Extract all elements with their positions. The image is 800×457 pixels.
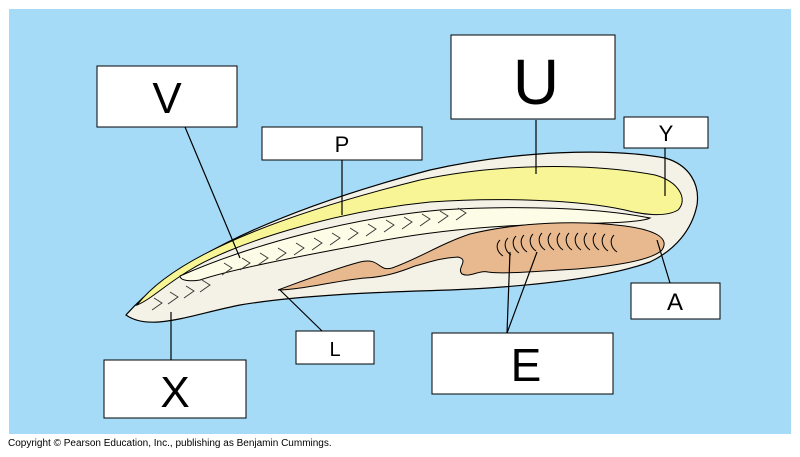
label-box-l: L	[295, 330, 375, 365]
label-box-e-frame	[431, 332, 614, 395]
label-box-a-frame	[630, 282, 721, 320]
gill-slit	[601, 233, 609, 252]
muscle-segment	[239, 257, 251, 271]
muscle-segment	[329, 232, 341, 246]
gill-slit	[583, 232, 591, 251]
muscle-segment	[275, 247, 287, 261]
muscle-segment	[257, 252, 269, 266]
gill-slit	[496, 239, 504, 257]
gill-slit	[556, 232, 564, 251]
label-v: V	[152, 74, 182, 123]
leader-line-l	[279, 289, 323, 332]
label-x: X	[160, 368, 189, 417]
label-box-v-frame	[96, 65, 238, 128]
label-u: U	[513, 46, 559, 118]
label-box-e: E	[431, 332, 614, 395]
muscle-segment	[419, 213, 431, 227]
muscle-segment	[293, 242, 305, 256]
muscle-segment	[311, 237, 323, 251]
leader-lines	[170, 120, 671, 360]
muscle-segment	[437, 210, 449, 224]
segmental-muscles	[151, 207, 467, 311]
label-box-p-frame	[261, 126, 423, 161]
muscle-segment	[401, 216, 413, 230]
gill-slit	[592, 232, 600, 251]
label-box-x-frame	[103, 359, 247, 419]
label-box-y: Y	[623, 116, 709, 149]
muscle-segment	[151, 297, 163, 311]
label-box-x: X	[103, 359, 247, 419]
label-box-l-frame	[295, 330, 375, 365]
leader-line-e1	[506, 251, 511, 334]
leader-line-e2	[506, 251, 538, 334]
label-l: L	[329, 339, 340, 361]
muscle-segment	[455, 207, 467, 221]
gill-slit	[547, 232, 555, 251]
label-box-v: V	[96, 65, 238, 128]
muscle-segment	[365, 223, 377, 237]
leader-line-a	[656, 239, 671, 284]
gill-slit	[574, 232, 582, 251]
gill-slit	[538, 232, 546, 251]
gill-slit	[512, 235, 520, 254]
muscle-segment	[199, 279, 211, 293]
label-a: A	[667, 289, 683, 316]
muscle-segment	[347, 227, 359, 241]
gill-slit	[565, 232, 573, 251]
label-p: P	[335, 132, 350, 157]
label-box-y-frame	[623, 116, 709, 149]
muscle-segment	[183, 285, 195, 299]
label-box-a: A	[630, 282, 721, 320]
muscle-segment	[383, 219, 395, 233]
copyright-notice: Copyright © Pearson Education, Inc., pub…	[8, 438, 332, 449]
label-box-u-frame	[450, 34, 616, 120]
label-box-p: P	[261, 126, 423, 161]
gill-slits	[496, 232, 618, 257]
gill-slit	[529, 233, 537, 252]
gill-slit	[610, 234, 618, 253]
pharynx-and-gut	[277, 222, 665, 291]
label-e: E	[511, 339, 542, 391]
leader-line-v	[184, 126, 241, 259]
label-box-u: U	[450, 34, 616, 120]
gill-slit	[520, 234, 528, 253]
muscle-segment	[167, 291, 179, 305]
muscle-segment	[221, 262, 233, 276]
dorsal-nerve-cord	[135, 166, 683, 307]
label-y: Y	[659, 121, 674, 146]
